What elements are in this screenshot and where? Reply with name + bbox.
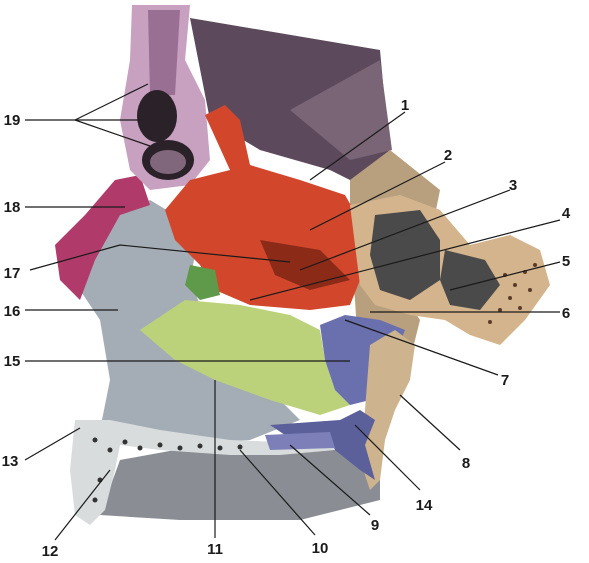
label-5: 5 — [562, 253, 570, 270]
leader-line — [289, 444, 371, 516]
leader-line — [74, 83, 149, 121]
label-6: 6 — [562, 305, 570, 322]
purple-plate-segment — [265, 432, 335, 450]
plate-dot — [197, 443, 203, 449]
plate-dot — [177, 445, 183, 451]
label-13: 13 — [2, 453, 19, 470]
leader-line — [239, 449, 316, 536]
leader-line — [449, 261, 561, 291]
label-1: 1 — [401, 97, 409, 114]
leader-line — [29, 244, 121, 271]
label-14: 14 — [416, 497, 433, 514]
label-3: 3 — [509, 177, 517, 194]
red-bone-groove — [260, 240, 350, 290]
label-19: 19 — [4, 112, 21, 129]
lower-opening-rim — [150, 150, 186, 174]
plate-dot — [217, 445, 223, 451]
plate-dot — [237, 444, 243, 450]
beige-vertical — [360, 330, 415, 490]
leader-line — [309, 111, 406, 181]
leader-line — [74, 119, 151, 147]
label-16: 16 — [4, 303, 21, 320]
plate-dot — [157, 442, 163, 448]
sinus-cavity — [370, 210, 440, 300]
upper-opening — [137, 90, 177, 142]
label-11: 11 — [207, 541, 223, 558]
label-2: 2 — [444, 147, 452, 164]
leader-line — [24, 427, 81, 461]
sinus-cavity-2 — [440, 250, 500, 310]
label-7: 7 — [501, 372, 509, 389]
label-17: 17 — [4, 265, 21, 282]
plate-dot — [92, 437, 98, 443]
plate-dot — [137, 445, 143, 451]
label-18: 18 — [4, 199, 21, 216]
leader-line — [309, 161, 446, 231]
leader-line — [54, 469, 111, 541]
magenta-region — [55, 175, 150, 300]
upper-purple-shadow — [290, 60, 392, 160]
tube-dark-lumen — [148, 10, 180, 95]
label-9: 9 — [371, 517, 379, 534]
leader-line — [249, 219, 561, 301]
lower-grey-region — [100, 440, 380, 520]
leader-line — [299, 189, 511, 271]
leader-line — [354, 424, 421, 491]
label-15: 15 — [4, 353, 21, 370]
label-12: 12 — [42, 543, 59, 560]
yellow-green-plate — [140, 300, 350, 415]
label-4: 4 — [562, 205, 571, 222]
plate-dot — [107, 447, 113, 453]
leader-line — [119, 244, 291, 263]
leader-line — [399, 394, 461, 451]
label-8: 8 — [462, 455, 470, 472]
label-10: 10 — [312, 540, 329, 557]
plate-dot — [122, 439, 128, 445]
leader-line — [344, 319, 499, 376]
green-small — [185, 265, 220, 300]
plate-dot — [92, 497, 98, 503]
